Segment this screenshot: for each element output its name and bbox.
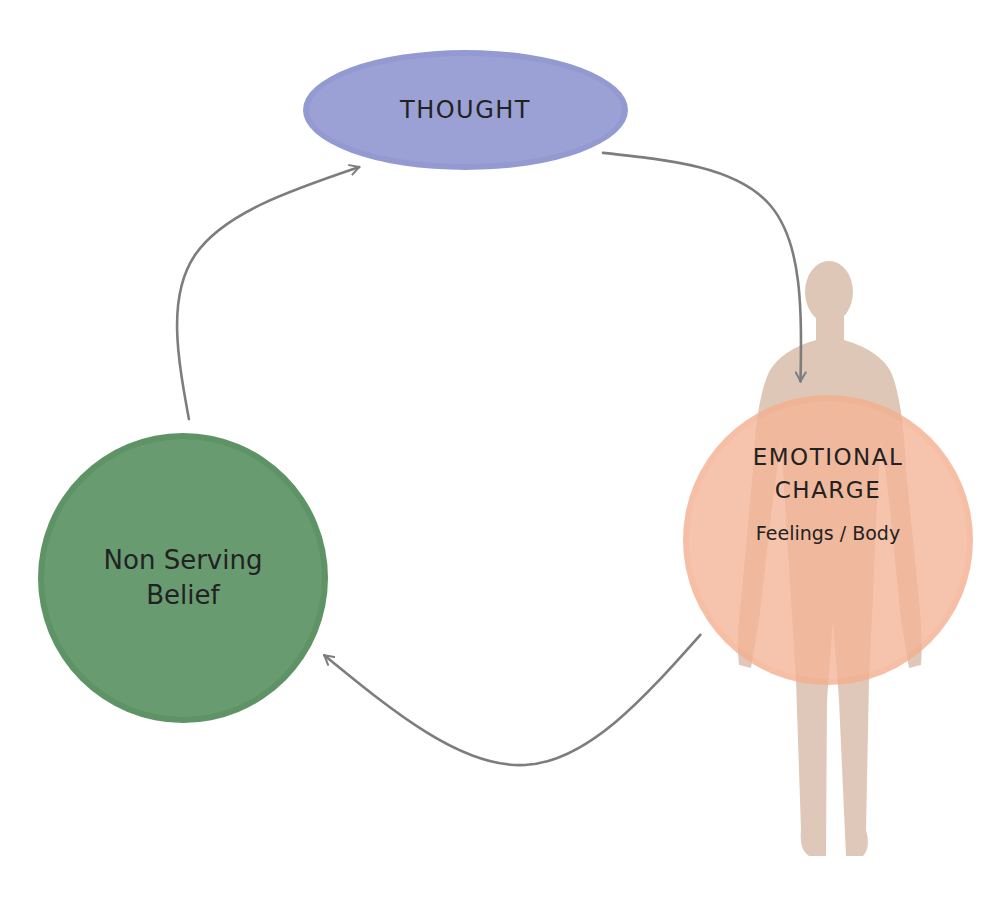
belief-circle: Non Serving Belief [38, 433, 328, 723]
node-body: Feelings / Body [756, 522, 900, 546]
cycle-arrow [177, 167, 359, 419]
shape-wash [309, 56, 622, 164]
shape-fill [303, 50, 628, 170]
node-heading: Non Serving Belief [96, 543, 271, 613]
thought-ellipse: THOUGHT [303, 50, 628, 170]
shape-wash [689, 401, 967, 679]
node-outline [38, 433, 328, 723]
head-shape [805, 261, 853, 323]
emotion-circle: EMOTIONAL CHARGE Feelings / Body [683, 395, 973, 685]
node-heading: EMOTIONAL CHARGE [718, 441, 938, 508]
shape-fill [38, 433, 328, 723]
shape-wash [44, 439, 322, 717]
cycle-arrow [324, 635, 700, 765]
node-heading: THOUGHT [400, 95, 531, 125]
cycle-arrow [603, 153, 801, 381]
shape-fill [683, 395, 973, 685]
